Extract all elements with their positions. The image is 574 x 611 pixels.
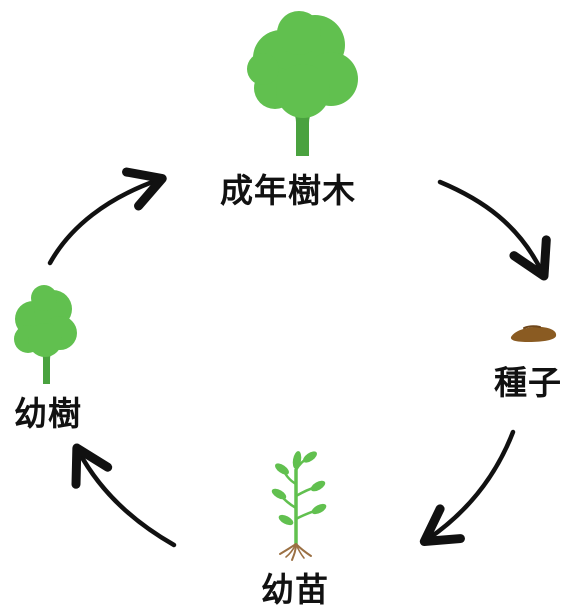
adult-tree-label: 成年樹木 — [220, 171, 356, 210]
seedling-icon — [271, 451, 327, 561]
seedling-label: 幼苗 — [261, 570, 329, 609]
adult-tree-icon — [247, 11, 358, 156]
arrow-adult-to-seed — [437, 179, 551, 281]
arrow-seedling-to-sapling — [71, 443, 177, 548]
sapling-label: 幼樹 — [14, 394, 82, 433]
arrow-sapling-to-adult — [47, 167, 167, 266]
arrow-seed-to-seedling — [419, 429, 516, 547]
seed-label: 種子 — [494, 363, 562, 402]
seed-icon — [510, 325, 557, 342]
sapling-icon — [14, 285, 77, 384]
